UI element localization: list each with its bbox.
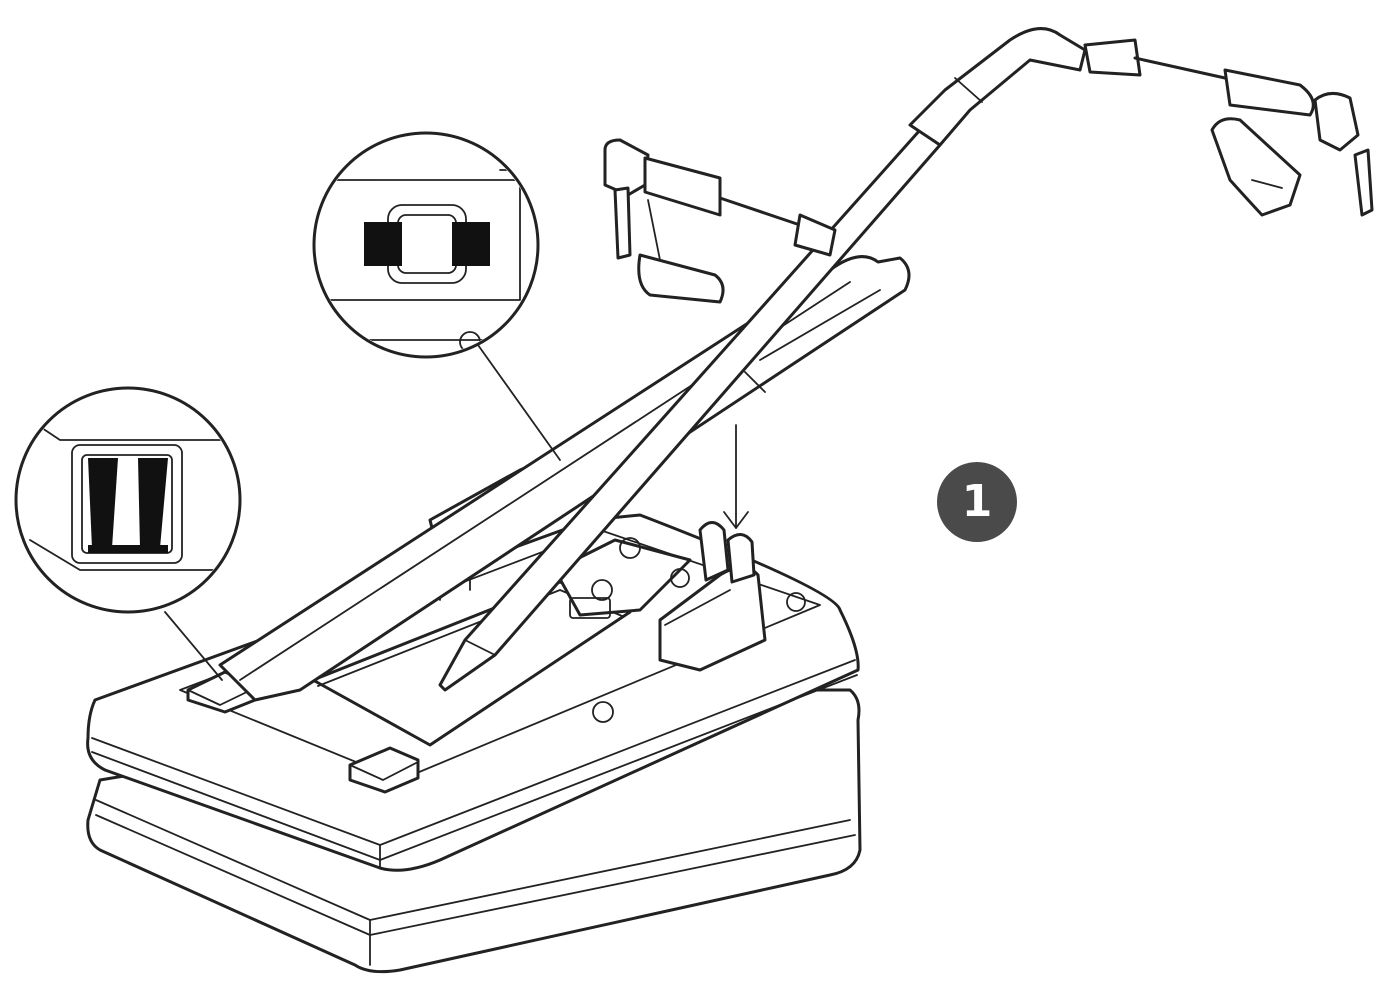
rear-bracket-right: [658, 521, 767, 672]
stylus-cable: [438, 27, 1374, 692]
callout-leader-left: [164, 611, 223, 681]
front-slot-right: [348, 746, 420, 794]
center-connector: [553, 537, 692, 619]
detail-callout-left: [14, 386, 242, 614]
aux-cable: [603, 138, 837, 304]
step-number: 1: [961, 476, 993, 527]
insertion-arrow: [723, 424, 749, 529]
step-number-badge: 1: [937, 462, 1017, 542]
callout-leader-top: [477, 344, 561, 461]
detail-callout-top: [312, 131, 540, 359]
